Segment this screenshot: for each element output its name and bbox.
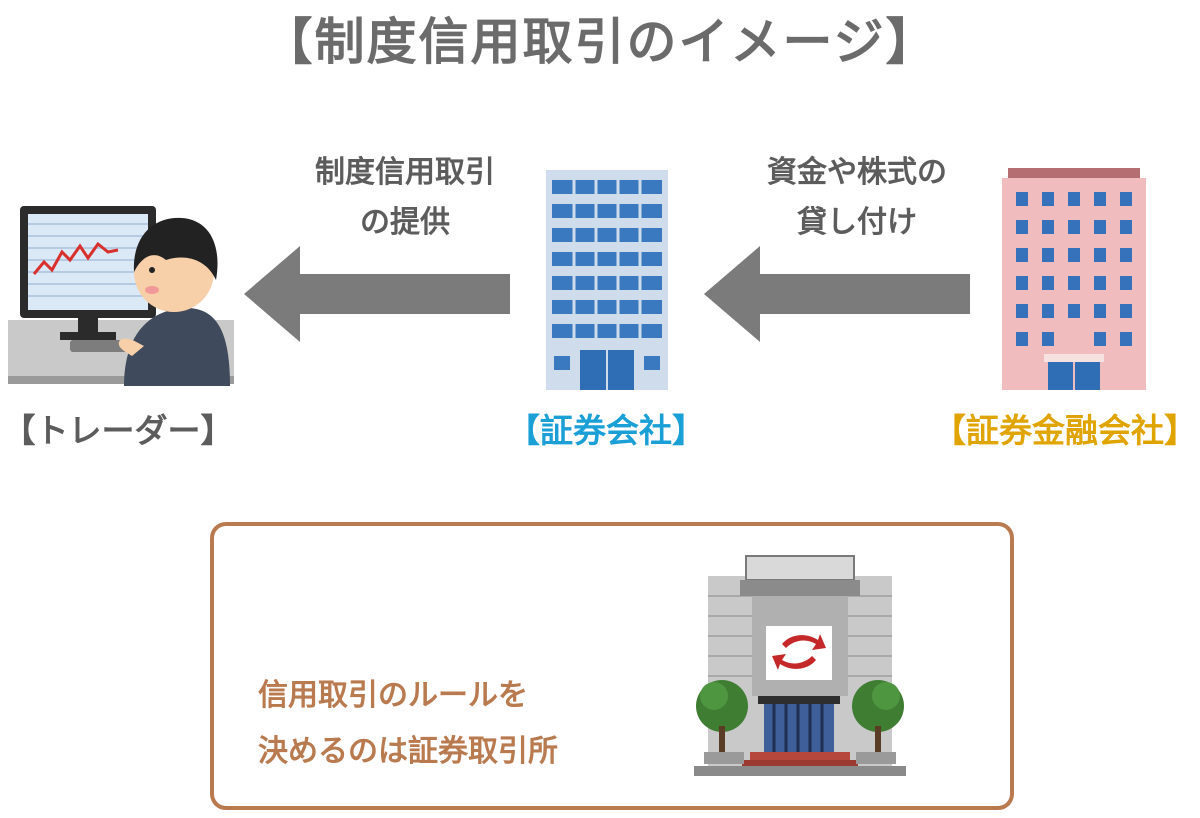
- arrow-lend-line2: 貸し付け: [797, 205, 917, 240]
- finance-company-building-icon: [1002, 168, 1146, 390]
- arrow-provide-icon: [244, 246, 510, 342]
- trader-illustration: [8, 206, 234, 386]
- securities-company-label: 【証券会社】: [507, 411, 705, 450]
- trader-label: 【トレーダー】: [2, 411, 234, 450]
- rule-text-line2: 決めるのは証券取引所: [258, 734, 558, 769]
- rule-text: 信用取引のルールを 決めるのは証券取引所: [258, 668, 558, 780]
- rule-text-line1: 信用取引のルールを: [258, 678, 528, 713]
- arrow-provide-label: 制度信用取引 の提供: [270, 148, 540, 248]
- arrow-lend-label: 資金や株式の 貸し付け: [722, 148, 992, 248]
- page-title: 【制度信用取引のイメージ】: [262, 13, 938, 71]
- arrow-lend-line1: 資金や株式の: [767, 155, 947, 190]
- arrow-lend-icon: [704, 246, 970, 342]
- rule-box: [210, 522, 1014, 810]
- stock-exchange-building-icon: [694, 555, 906, 776]
- arrow-provide-line2: の提供: [360, 205, 450, 240]
- securities-company-building-icon: [546, 170, 668, 390]
- arrow-provide-line1: 制度信用取引: [315, 155, 495, 190]
- finance-company-label: 【証券金融会社】: [933, 411, 1197, 450]
